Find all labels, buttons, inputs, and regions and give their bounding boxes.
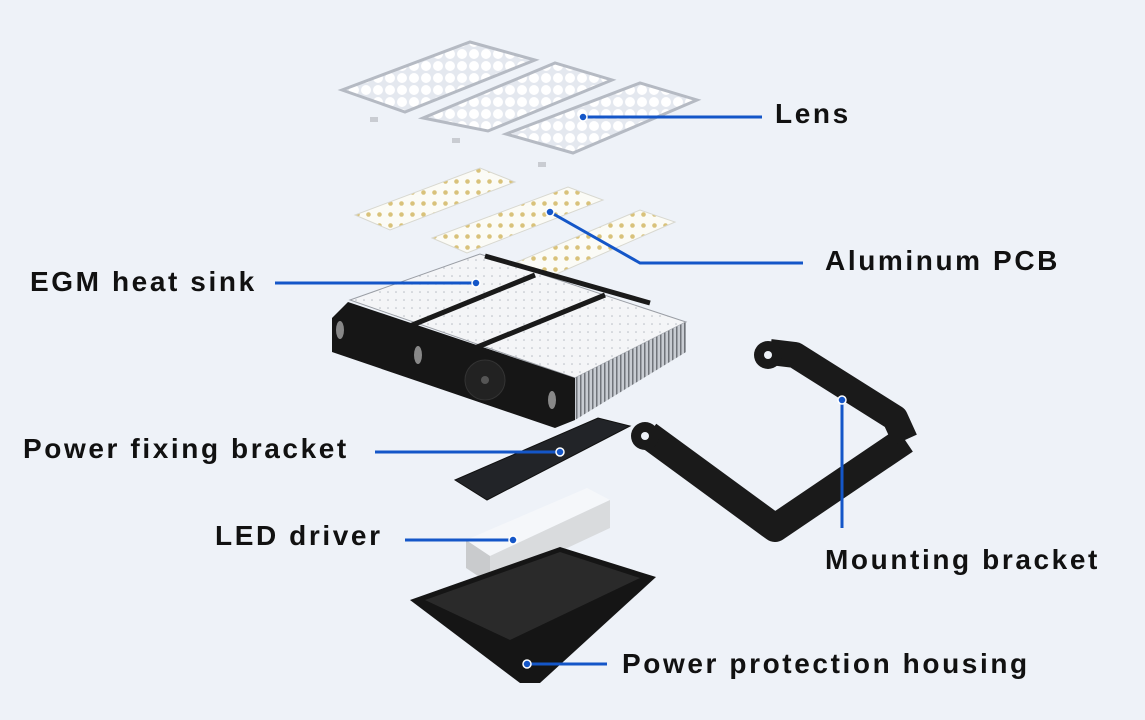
aluminum-pcb-leader-line [549,210,803,265]
lens-group [337,40,702,167]
mounting-bracket-shape [631,339,917,542]
lens-clip [370,117,378,122]
power-fixing-bracket-shape [453,417,632,501]
lens-panel [337,40,540,114]
heat-sink-label: EGM heat sink [30,266,257,297]
pcb-board [430,186,605,254]
pcb-group [353,167,677,277]
aluminum-pcb-label: Aluminum PCB [825,245,1060,276]
pcb-board [353,167,517,231]
power-protection-housing-label: Power protection housing [622,648,1030,679]
power-protection-housing-shape [410,547,656,683]
lens-clip [452,138,460,143]
led-driver-label: LED driver [215,520,383,551]
heat-sink [332,253,688,428]
lens-label: Lens [775,98,851,129]
lens-clip [538,162,546,167]
leader-dots [471,112,847,669]
leader-lines [275,115,844,666]
lens-panel [417,61,617,133]
mounting-bracket-label: Mounting bracket [825,544,1100,575]
power-fixing-bracket-label: Power fixing bracket [23,433,349,464]
